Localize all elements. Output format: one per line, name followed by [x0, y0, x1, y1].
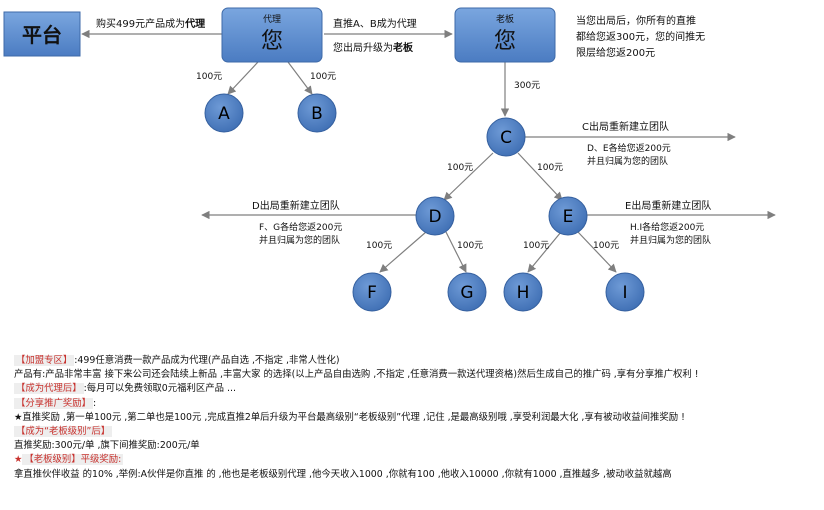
line-d-to-f [379, 231, 427, 273]
boss-level-row: ★【老板级别】平级奖励: [14, 453, 818, 467]
boss-box: 老板 您 [454, 7, 556, 63]
boss-rewards-row: 直推奖励:300元/单 ,旗下间推奖励:200元/单 [14, 440, 200, 452]
svg-text:I: I [622, 283, 627, 303]
amount-i: 100元 [593, 241, 619, 251]
boss-note-3: 限层给您返200元 [576, 46, 655, 59]
reward-desc-row: ★直推奖励 ,第一单100元 ,第二单也是100元 ,完成直推2单后升级为平台最… [14, 411, 685, 423]
flow-diagram: 平台 代理 您 老板 您 购买499元产品成为代理 直推A、B成为代理 您出局升… [3, 7, 776, 312]
boss-note-1: 当您出局后，你所有的直推 [576, 14, 696, 27]
node-f: F [352, 272, 392, 312]
svg-text:G: G [460, 283, 473, 303]
platform-box: 平台 [3, 11, 81, 57]
products-row: 产品有:产品非常丰富 接下来公司还会陆续上新品 ,丰富大家 的选择(以上产品自由… [14, 369, 699, 381]
amount-e: 100元 [537, 163, 563, 173]
node-a: A [204, 93, 244, 133]
svg-text:F: F [367, 283, 377, 303]
node-c: C [486, 117, 526, 157]
connectors [81, 29, 776, 273]
buy-label: 购买499元产品成为代理 [96, 17, 205, 30]
amount-b: 100元 [310, 72, 336, 82]
platform-label: 平台 [22, 23, 62, 47]
zone-title: 【加盟专区】 [14, 355, 75, 366]
line-d-to-g [445, 231, 467, 273]
boss-tag: 老板 [496, 13, 514, 25]
zone-desc: :499任意消费一款产品成为代理(产品自选 ,不指定 ,非常人性化) [74, 355, 340, 366]
d-note-1: F、G各给您返200元 [259, 221, 342, 233]
boss-level-title: 【老板级别】平级奖励: [22, 454, 124, 466]
reward-title: 【分享推广奖励】 [14, 397, 94, 409]
e-out-label: E出局重新建立团队 [625, 199, 711, 212]
node-g: G [447, 272, 487, 312]
c-note-1: D、E各给您返200元 [587, 142, 671, 154]
line-agent-to-b [287, 61, 313, 95]
reward-title-row: 【分享推广奖励】: [14, 397, 818, 411]
c-note-2: 并且归属为您的团队 [587, 155, 668, 167]
description-text: 【加盟专区】:499任意消费一款产品成为代理(产品自选 ,不指定 ,非常人性化)… [14, 354, 818, 482]
svg-text:B: B [311, 104, 323, 124]
line-c-to-d [443, 152, 494, 201]
node-d: D [415, 196, 455, 236]
agent-name: 您 [261, 29, 283, 54]
node-h: H [503, 272, 543, 312]
e-note-1: H.I各给您返200元 [630, 221, 704, 233]
boss-title-row: 【成为“老板级别”后】 [14, 425, 818, 439]
svg-text:A: A [218, 104, 230, 124]
reward-colon: : [93, 397, 97, 409]
boss-name: 您 [494, 29, 516, 54]
svg-text:C: C [500, 128, 512, 148]
line-e-to-h [527, 231, 562, 273]
node-e: E [548, 196, 588, 236]
amount-g: 100元 [457, 241, 483, 251]
d-note-2: 并且归属为您的团队 [259, 234, 340, 246]
amount-c: 300元 [514, 81, 540, 91]
line-agent-to-a [227, 61, 259, 95]
amount-a: 100元 [196, 72, 222, 82]
agent-box: 代理 您 [221, 7, 323, 63]
svg-text:H: H [517, 283, 530, 303]
c-out-label: C出局重新建立团队 [582, 120, 669, 133]
amount-f: 100元 [366, 241, 392, 251]
svg-text:D: D [428, 207, 441, 227]
zone-row: 【加盟专区】:499任意消费一款产品成为代理(产品自选 ,不指定 ,非常人性化) [14, 354, 818, 368]
node-i: I [605, 272, 645, 312]
line-c-to-e [517, 152, 563, 201]
amount-h: 100元 [523, 241, 549, 251]
line-e-to-i [577, 231, 617, 273]
boss-title: 【成为“老板级别”后】 [14, 426, 113, 438]
svg-text:E: E [563, 207, 574, 227]
node-b: B [297, 93, 337, 133]
after-agent-desc: :每月可以免费领取0元福利区产品 ... [83, 383, 236, 395]
amount-d: 100元 [447, 163, 473, 173]
boss-level-desc-row: 拿直推伙伴收益 的10% ,举例:A伙伴是你直推 的 ,他也是老板级别代理 ,他… [14, 468, 672, 480]
after-agent-title: 【成为代理后】 [14, 383, 84, 395]
agent-tag: 代理 [263, 14, 281, 25]
boss-note-2: 都给您返300元，您的间推无 [576, 30, 705, 43]
upgrade-label-1: 直推A、B成为代理 [333, 17, 417, 30]
e-note-2: 并且归属为您的团队 [630, 234, 711, 246]
upgrade-label-2: 您出局升级为老板 [333, 41, 414, 54]
after-agent-row: 【成为代理后】:每月可以免费领取0元福利区产品 ... [14, 382, 818, 396]
star-icon: ★ [14, 454, 23, 466]
d-out-label: D出局重新建立团队 [252, 199, 340, 212]
